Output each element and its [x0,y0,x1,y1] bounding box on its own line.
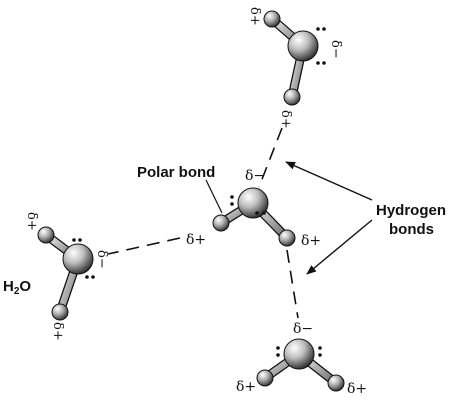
water-formula-label: H2O [3,278,31,297]
partial-charge-plus: δ+ [278,110,293,129]
polar-bond-label: Polar bond [137,164,215,181]
lone-pair-dots [316,27,326,65]
partial-charge-minus: δ− [245,168,265,184]
partial-charge-plus: δ+ [301,233,321,249]
oxygen-atom [287,30,319,62]
hydrogen-bonds-label-line2: bonds [389,221,434,238]
hydrogen-atom [256,369,274,387]
water-molecule-center: δ− δ+ δ+ [186,168,321,249]
oxygen-atom [283,338,315,370]
partial-charge-plus: δ+ [347,381,367,397]
water-molecule-bottom: δ− δ+ δ+ [236,321,367,397]
hydrogen-bond-left [107,237,181,255]
oxygen-atom [62,243,94,275]
hydrogen-bond-bottom [286,249,299,319]
partial-charge-minus: δ− [293,321,313,337]
arrow-to-top-bond [285,161,373,201]
partial-charge-plus: δ+ [50,322,65,341]
partial-charge-plus: δ+ [247,7,262,26]
hydrogen-bond-lines [107,127,299,319]
hydrogen-atom [51,303,69,321]
hydrogen-bond-arrows [285,161,373,275]
partial-charge-plus: δ+ [186,232,206,248]
hydrogen-atom [37,226,55,244]
water-molecule-left: δ+ δ− δ+ [24,212,109,341]
hydrogen-atom [212,214,230,232]
hydrogen-atom [283,88,301,106]
oxygen-atom [237,187,269,219]
polar-bond-pointer [205,179,223,214]
hydrogen-bonds-label-line1: Hydrogen [376,202,446,219]
lone-pair-dots [72,238,95,279]
water-molecule-top: δ+ δ− δ+ [247,7,343,129]
partial-charge-minus: δ− [94,250,109,269]
hydrogen-bond-top [258,127,283,188]
arrow-to-bottom-bond [306,219,373,275]
partial-charge-plus: δ+ [236,379,256,395]
lone-pair-dots [276,346,322,357]
hydrogen-atom [263,10,281,28]
partial-charge-minus: δ− [328,40,343,59]
hydrogen-atom [278,229,296,247]
partial-charge-plus: δ+ [24,212,39,231]
lone-pair-dots [230,195,266,215]
hydrogen-atom [327,374,345,392]
